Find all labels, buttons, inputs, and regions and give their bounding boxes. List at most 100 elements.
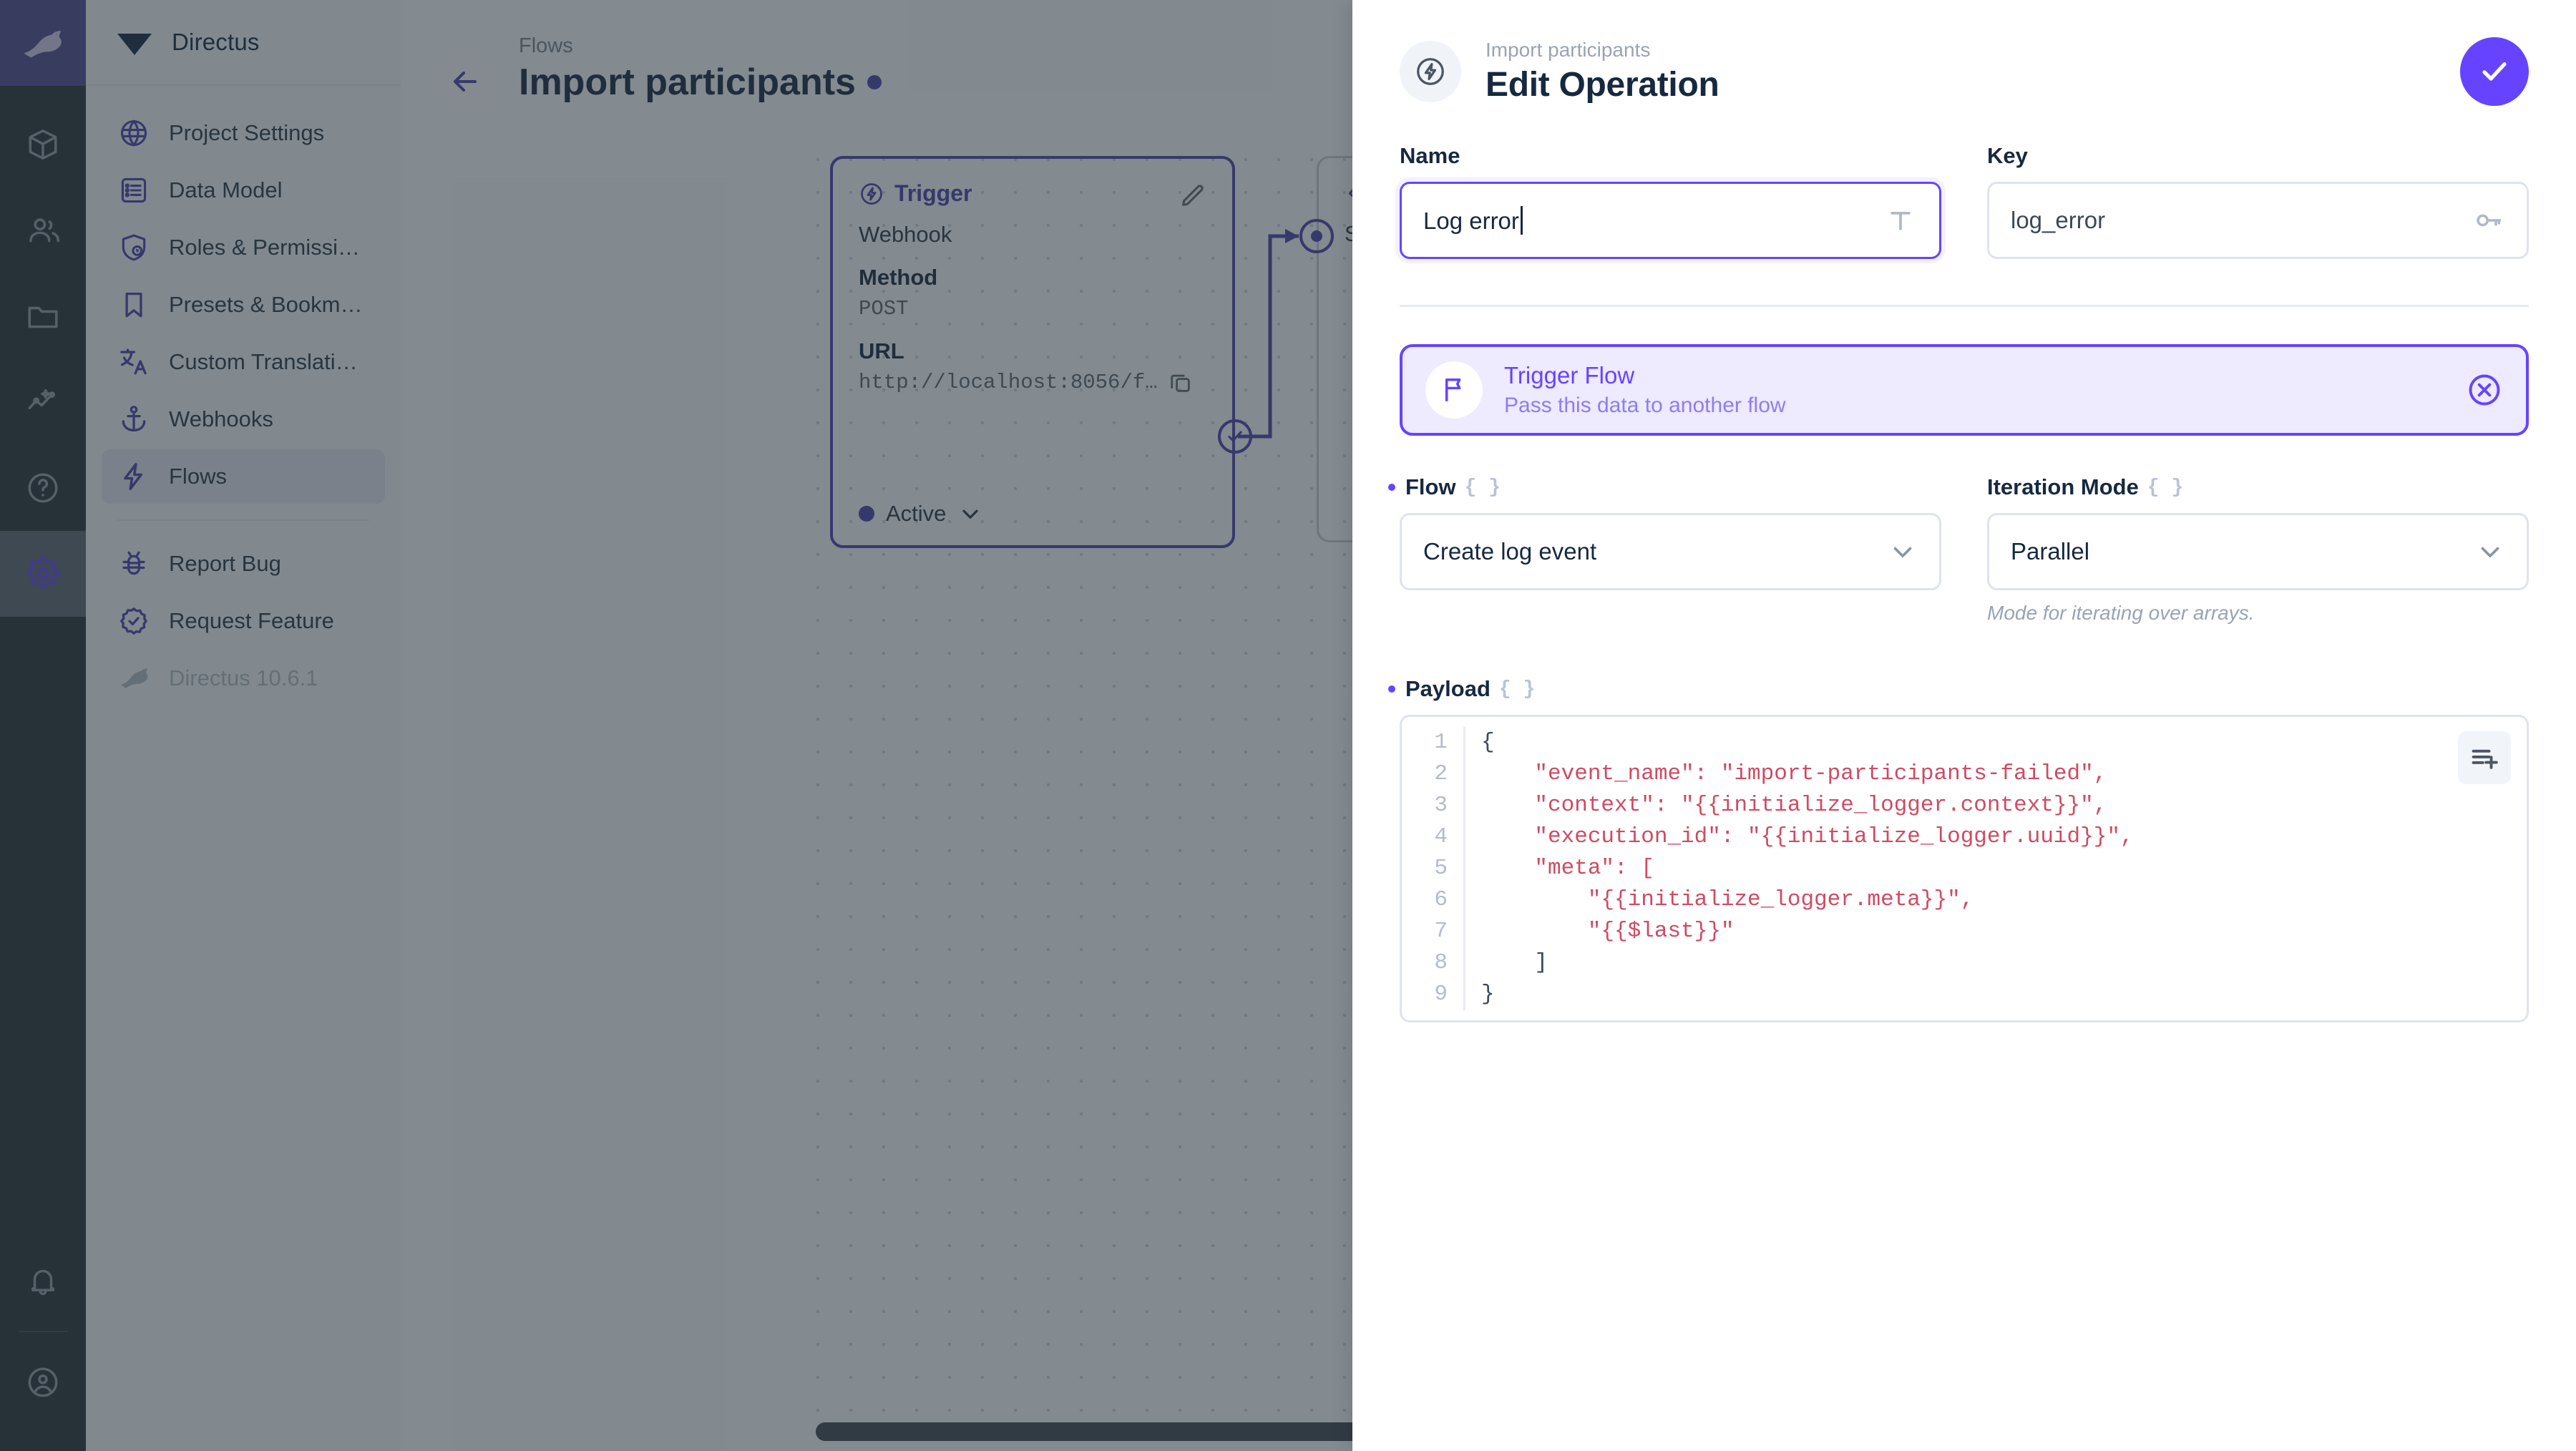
- sidebar-nav: Project Settings Data Model Roles & Perm…: [86, 86, 401, 705]
- key-label: Key: [1987, 143, 2028, 168]
- code-line: 9}: [1402, 979, 2527, 1010]
- drawer-header: Import participants Edit Operation: [1352, 0, 2576, 143]
- sidebar-item-project-settings[interactable]: Project Settings: [102, 106, 385, 160]
- iteration-mode-hint: Mode for iterating over arrays.: [1987, 602, 2255, 624]
- rail-item-files[interactable]: [0, 273, 86, 359]
- verified-icon: [117, 605, 150, 637]
- banner-text: Trigger Flow Pass this data to another f…: [1504, 362, 2444, 418]
- rail-item-insights[interactable]: [0, 359, 86, 445]
- box-icon: [29, 130, 57, 160]
- banner-subtitle: Pass this data to another flow: [1504, 394, 1786, 417]
- anchor-icon: [117, 403, 150, 436]
- rail-item-notifications[interactable]: [0, 1238, 86, 1324]
- sidebar-item-label: Data Model: [169, 177, 283, 202]
- line-number: 7: [1434, 919, 1448, 944]
- name-label: Name: [1400, 143, 1460, 168]
- key-icon: [2471, 203, 2505, 238]
- rail-item-content[interactable]: [0, 102, 86, 187]
- arrow-left-icon: [454, 72, 477, 92]
- line-number: 3: [1434, 793, 1448, 818]
- cancel-circle-icon: [2469, 374, 2500, 406]
- sidebar-item-presets-bookmarks[interactable]: Presets & Bookmar...: [102, 278, 385, 332]
- flag-icon: [1425, 361, 1483, 419]
- sidebar-item-label: Presets & Bookmar...: [169, 292, 369, 317]
- rail-item-docs[interactable]: [0, 445, 86, 531]
- drawer-title: Edit Operation: [1485, 66, 1719, 104]
- playlist-add-icon[interactable]: [2458, 731, 2511, 784]
- node-port-input-run-script[interactable]: [1299, 219, 1334, 253]
- gear-icon: [26, 556, 59, 589]
- sidebar-header[interactable]: Directus: [86, 0, 401, 86]
- people-icon: [29, 218, 60, 243]
- node-field-value: POST: [859, 296, 909, 321]
- iteration-mode-select[interactable]: Parallel: [1987, 513, 2529, 590]
- sidebar-item-webhooks[interactable]: Webhooks: [102, 392, 385, 446]
- node-title-text: Trigger: [894, 180, 972, 206]
- operation-type-banner[interactable]: Trigger Flow Pass this data to another f…: [1400, 344, 2529, 436]
- code-line: 8 ]: [1402, 947, 2527, 979]
- insights-icon: [28, 389, 55, 410]
- status-dot: [859, 506, 874, 522]
- flow-iteration-row: Flow { } Create log event Iteration Mode…: [1400, 474, 2529, 625]
- rail-item-settings[interactable]: [0, 531, 86, 617]
- template-braces: { }: [1498, 678, 1536, 700]
- node-status-dropdown[interactable]: Active: [859, 501, 983, 527]
- line-number: 5: [1434, 856, 1448, 881]
- gem-icon: [116, 28, 153, 57]
- text-caret: [1520, 206, 1523, 235]
- help-circle-icon: [28, 473, 58, 503]
- flow-node-trigger[interactable]: Trigger Webhook Method POST URL http://l…: [830, 156, 1235, 548]
- section-divider: [1400, 305, 2529, 307]
- back-button[interactable]: [431, 47, 499, 116]
- line-number: 9: [1434, 982, 1448, 1007]
- line-number: 8: [1434, 950, 1448, 975]
- line-code: "meta": [: [1463, 853, 2527, 884]
- account-circle-icon: [28, 1367, 58, 1397]
- node-body: Webhook Method POST URL http://localhost…: [859, 220, 1206, 398]
- line-code: "event_name": "import-participants-faile…: [1463, 758, 2527, 790]
- key-input[interactable]: log_error: [1987, 182, 2529, 259]
- sidebar-item-data-model[interactable]: Data Model: [102, 163, 385, 218]
- admin-shield-icon: [117, 231, 150, 264]
- node-edit-button[interactable]: [1179, 180, 1208, 212]
- name-input[interactable]: Log error: [1400, 182, 1941, 259]
- save-button[interactable]: [2460, 37, 2529, 106]
- rail-item-users[interactable]: [0, 187, 86, 273]
- clear-operation-type-button[interactable]: [2466, 371, 2503, 409]
- template-braces: { }: [2147, 476, 2184, 499]
- sidebar-item-request-feature[interactable]: Request Feature: [102, 594, 385, 648]
- sidebar-item-custom-translations[interactable]: Custom Translations: [102, 335, 385, 389]
- breadcrumb[interactable]: Flows: [519, 34, 573, 57]
- line-code: ]: [1463, 947, 2527, 979]
- sidebar-version: Directus 10.6.1: [102, 651, 385, 705]
- directus-logo[interactable]: [0, 0, 86, 86]
- sidebar-item-label: Request Feature: [169, 608, 334, 633]
- sidebar-item-report-bug[interactable]: Report Bug: [102, 537, 385, 591]
- node-title: Trigger: [859, 180, 1206, 207]
- code-line: 6 "{{initialize_logger.meta}}",: [1402, 884, 2527, 916]
- port-dot: [1311, 230, 1322, 242]
- line-number: 1: [1434, 730, 1448, 755]
- flow-select[interactable]: Create log event: [1400, 513, 1941, 590]
- copy-icon[interactable]: [1168, 370, 1194, 396]
- rail-items: [0, 102, 86, 617]
- chevron-down-icon: [1888, 537, 1918, 567]
- rabbit-icon: [117, 662, 150, 695]
- key-input-value: log_error: [2011, 207, 2106, 233]
- iteration-mode-value: Parallel: [2011, 538, 2090, 565]
- code-line: 2 "event_name": "import-participants-fai…: [1402, 758, 2527, 790]
- payload-code-editor[interactable]: 1 { 2 "event_name": "import-participants-…: [1400, 715, 2529, 1022]
- line-code: {: [1463, 727, 2527, 758]
- node-port-success-trigger[interactable]: [1218, 419, 1252, 454]
- rail-item-account[interactable]: [0, 1339, 86, 1425]
- sidebar-item-label: Project Settings: [169, 120, 325, 145]
- sidebar-item-roles-permissions[interactable]: Roles & Permissions: [102, 220, 385, 275]
- node-field-value: http://localhost:8056/f…: [859, 370, 1158, 394]
- key-field-group: Key log_error: [1987, 143, 2529, 259]
- sidebar-item-flows[interactable]: Flows: [102, 449, 385, 504]
- name-field-group: Name Log error: [1400, 143, 1941, 259]
- rail-bottom: [0, 1238, 86, 1451]
- directus-rabbit-logo-icon: [24, 31, 62, 58]
- drawer-subtitle: Import participants: [1485, 39, 1651, 61]
- node-field-label: Method: [859, 264, 938, 290]
